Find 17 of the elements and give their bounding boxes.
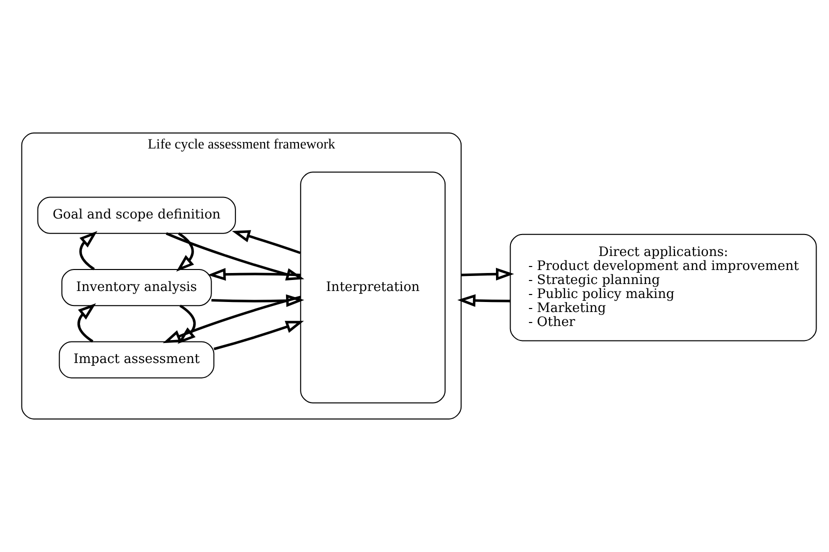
node-box: Impact assessment — [58, 341, 214, 378]
node-box: Interpretation — [300, 172, 446, 404]
arrow — [210, 294, 304, 307]
arrow — [207, 268, 300, 281]
arrow — [177, 304, 196, 344]
arrow — [78, 230, 97, 270]
arrow — [460, 268, 514, 280]
arrow — [456, 294, 510, 307]
node-box: Goal and scope definition — [36, 196, 236, 234]
arrow — [76, 303, 96, 342]
arrow — [213, 320, 304, 350]
node-box: Inventory analysis — [60, 268, 212, 306]
arrow — [165, 232, 304, 281]
arrow — [162, 296, 300, 344]
arrow — [176, 232, 194, 272]
node-box: Direct applications: - Product development and improvement - Strategic planning - Public policy making - Marketing - Other — [509, 234, 816, 342]
arrow — [231, 230, 300, 254]
